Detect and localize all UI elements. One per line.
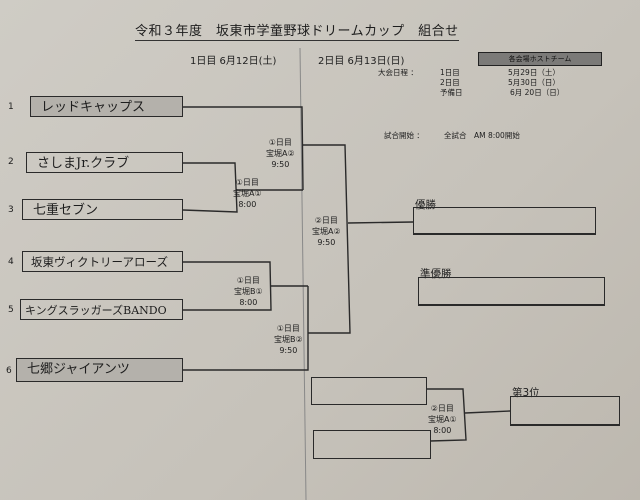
- match-a1-label: ①日目 宝堀A① 8:00: [233, 177, 262, 210]
- start-value: 全試合 AM 8:00開始: [444, 131, 520, 140]
- match-third-label: ②日目 宝堀A① 8:00: [428, 403, 457, 436]
- match-venue: 宝堀A②: [266, 149, 295, 158]
- match-final-label: ②日目 宝堀A② 9:50: [312, 215, 341, 248]
- team-number: 4: [8, 257, 14, 267]
- third-place-box: [510, 396, 620, 426]
- match-time: 9:50: [317, 238, 336, 247]
- team-number: 6: [6, 366, 12, 376]
- team-number: 2: [8, 157, 14, 167]
- champion-box: [413, 207, 596, 235]
- semifinal-loser-box: [311, 377, 427, 405]
- match-a2-label: ①日目 宝堀A② 9:50: [266, 137, 295, 170]
- champion-label: 優勝: [415, 199, 436, 211]
- match-time: 9:50: [271, 160, 290, 169]
- team-box: さしまJr.クラブ: [26, 152, 183, 173]
- match-time: 9:50: [279, 346, 298, 355]
- team-number: 3: [8, 205, 14, 215]
- schedule-day: 予備日: [440, 88, 463, 97]
- match-time: 8:00: [239, 298, 258, 307]
- match-venue: 宝堀A②: [312, 227, 341, 236]
- runner-up-box: [418, 277, 605, 306]
- team-box: 坂東ヴィクトリーアローズ: [22, 251, 183, 272]
- team-number: 1: [8, 102, 14, 112]
- schedule-label: 大会日程 ：: [378, 68, 418, 77]
- host-team-label: 各会場ホストチーム: [478, 52, 602, 66]
- match-venue: 宝堀B①: [234, 287, 263, 296]
- match-time: 8:00: [238, 200, 257, 209]
- match-day: ②日目: [430, 404, 454, 413]
- match-time: 8:00: [433, 426, 452, 435]
- schedule-date: 6月 20日（日）: [510, 88, 565, 97]
- team-box: キングスラッガーズBANDO: [20, 299, 183, 320]
- team-box: 七郷ジャイアンツ: [16, 358, 183, 382]
- page-title: 令和３年度 坂東市学童野球ドリームカップ 組合せ: [135, 20, 459, 41]
- team-box: レッドキャップス: [30, 96, 183, 117]
- match-day: ①日目: [235, 178, 259, 187]
- match-day: ①日目: [276, 324, 300, 333]
- day1-header: 1日目 6月12日(土): [190, 56, 277, 67]
- team-number: 5: [8, 305, 14, 315]
- match-day: ②日目: [314, 216, 338, 225]
- schedule-day: 1日目: [440, 68, 460, 77]
- match-b1-label: ①日目 宝堀B① 8:00: [234, 275, 263, 308]
- match-b2-label: ①日目 宝堀B② 9:50: [274, 323, 303, 356]
- match-venue: 宝堀B②: [274, 335, 303, 344]
- match-venue: 宝堀A①: [428, 415, 457, 424]
- schedule-date: 5月29日（土）: [508, 68, 560, 77]
- schedule-day: 2日目: [440, 78, 460, 87]
- team-box: 七重セブン: [22, 199, 183, 220]
- schedule-date: 5月30日（日）: [508, 78, 560, 87]
- day2-header: 2日目 6月13日(日): [318, 56, 405, 67]
- match-day: ①日目: [268, 138, 292, 147]
- start-label: 試合開始 ：: [384, 131, 424, 140]
- match-venue: 宝堀A①: [233, 189, 262, 198]
- semifinal-loser-box: [313, 430, 431, 459]
- match-day: ①日目: [236, 276, 260, 285]
